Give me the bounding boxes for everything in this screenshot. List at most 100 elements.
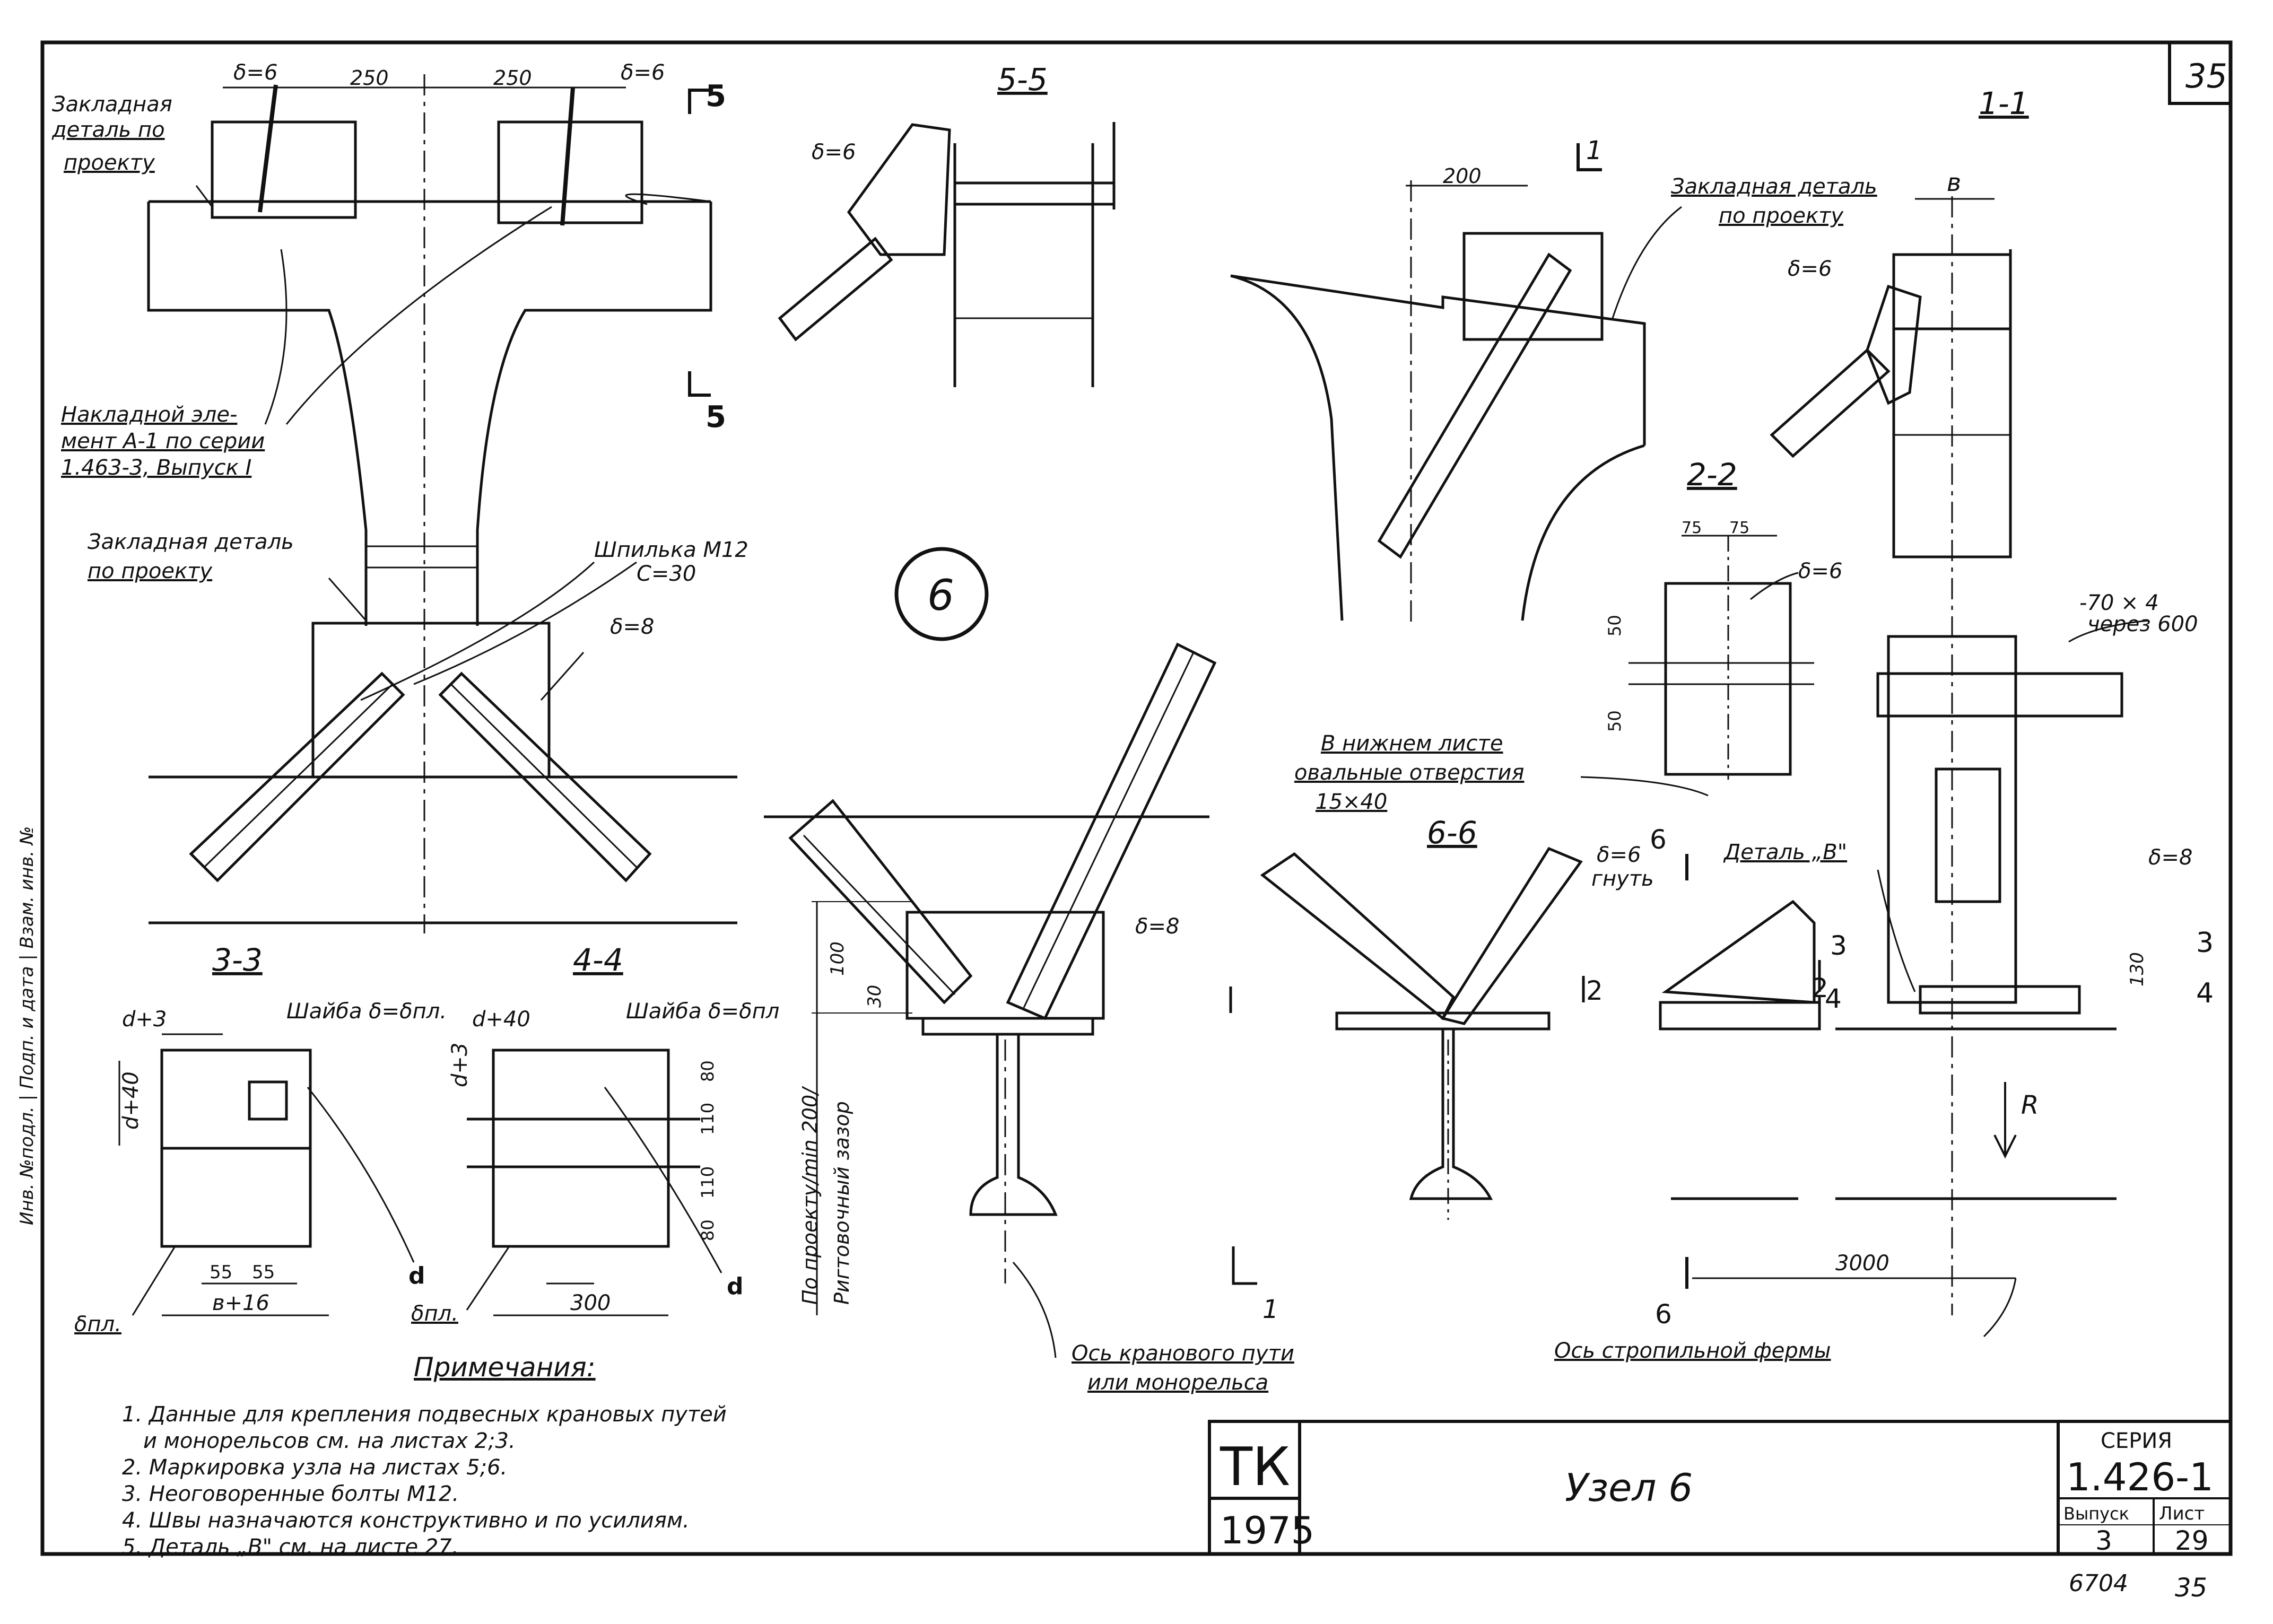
- delta-6-label-a: δ=6: [233, 60, 277, 85]
- center-rail-node-view: [764, 642, 1217, 1358]
- cut-4-mid: 4: [1825, 983, 1842, 1014]
- title-org: ТК: [1220, 1436, 1290, 1498]
- title-year: 1975: [1220, 1509, 1314, 1552]
- page-number: 35: [2185, 57, 2227, 95]
- dim-75-a: 75: [1682, 519, 1702, 537]
- d-mark-33: d: [408, 1262, 425, 1289]
- dim-d-plus-3: d+3: [122, 1007, 167, 1032]
- section-6-6-title: 6-6: [1427, 815, 1477, 851]
- shaiba-44: Шайба δ=δпл: [626, 999, 779, 1024]
- shpilka-line1: Шпилька М12: [594, 538, 748, 562]
- plate-70: -70 × 4: [2079, 591, 2159, 615]
- dim-300: 300: [570, 1291, 611, 1315]
- note-item-3: 2. Маркировка узла на листах 5;6.: [122, 1455, 507, 1480]
- sheet-value: 29: [2175, 1525, 2209, 1556]
- issue-value: 3: [2095, 1525, 2112, 1556]
- d-mark-44: d: [727, 1273, 744, 1300]
- delta-6-label-c: δ=6: [812, 140, 856, 164]
- bottom-code-1: 6704: [2069, 1570, 2128, 1597]
- dim-d-plus-40-b: d+40: [472, 1007, 530, 1032]
- dim-55-b: 55: [252, 1262, 275, 1283]
- cut-1-top: 1: [1586, 136, 1603, 165]
- cut-6-bottom: 6: [1655, 1299, 1672, 1330]
- note-item-5: 4. Швы назначаются конструктивно и по ус…: [122, 1508, 690, 1533]
- delta-6-label-b: δ=6: [621, 60, 665, 85]
- section-6-6-view: [1229, 846, 2017, 1338]
- note-item-4: 3. Неоговоренные болты М12.: [122, 1482, 459, 1506]
- dim-200: 200: [1443, 164, 1482, 188]
- cut-3-right: 3: [2196, 927, 2214, 959]
- zaklad-right-line1: Закладная деталь: [1671, 174, 1877, 199]
- os-kran-line1: Ось кранового пути: [1072, 1341, 1294, 1366]
- nakladnoy-line2: мент А-1 по серии: [61, 429, 265, 453]
- section-5-5-title: 5-5: [997, 62, 1048, 98]
- delta-6-label-d: δ=6: [1798, 559, 1842, 583]
- delta-6-label-e: δ=6: [1788, 257, 1832, 281]
- section-1-1-title: 1-1: [1979, 85, 2029, 121]
- note-item-6: 5. Деталь „В" см. на листе 27.: [122, 1535, 458, 1559]
- title-main: Узел 6: [1565, 1465, 1693, 1510]
- section-3-3-title: 3-3: [212, 942, 263, 978]
- zaklad-top-line2: деталь по: [51, 118, 165, 142]
- dim-3000: 3000: [1835, 1251, 1889, 1276]
- dim-50-b: 50: [1605, 710, 1625, 732]
- title-block: [1208, 1420, 2232, 1556]
- note-item-1: 1. Данные для крепления подвесных кранов…: [122, 1402, 727, 1427]
- gnut-line1: δ=6: [1597, 843, 1641, 867]
- dim-80-a: 80: [698, 1060, 718, 1082]
- section-5-5-view: [778, 122, 1116, 387]
- dpl-44: δпл.: [411, 1302, 458, 1326]
- nakladnoy-line1: Накладной эле-: [61, 403, 237, 427]
- dim-250-a: 250: [350, 66, 389, 90]
- dim-d-plus-3-b: d+3: [448, 1043, 472, 1087]
- gnut-line2: гнуть: [1591, 867, 1654, 891]
- section-4-4-title: 4-4: [573, 942, 623, 978]
- niz-list-line3: 15×40: [1316, 790, 1387, 814]
- dim-75-b: 75: [1729, 519, 1749, 537]
- dim-d-plus-40: d+40: [119, 1071, 143, 1130]
- detal-v: Деталь „В": [1723, 840, 1847, 865]
- section-2-2-view: [1580, 535, 1814, 797]
- section-4-4-view: [466, 1049, 722, 1316]
- section-2-2-title: 2-2: [1687, 457, 1737, 493]
- vertical-text-2: Ригтовочный зазор: [830, 1101, 854, 1305]
- cut-2-left: 2: [1586, 975, 1603, 1006]
- series-value: 1.426-1: [2066, 1455, 2214, 1499]
- os-strop: Ось стропильной фермы: [1554, 1339, 1831, 1363]
- dim-250-b: 250: [493, 66, 532, 90]
- zaklad-mid-line2: по проекту: [88, 559, 213, 583]
- dim-30: 30: [864, 985, 885, 1008]
- cut-3-mid: 3: [1830, 930, 1847, 961]
- notes-block: Примечания: 1. Данные для крепления подв…: [122, 1352, 727, 1559]
- shaiba-33: Шайба δ=δпл.: [286, 999, 447, 1024]
- zaklad-top-line3: проекту: [64, 151, 155, 175]
- dim-50-a: 50: [1605, 615, 1625, 636]
- delta-8-label-b: δ=8: [1135, 914, 1179, 939]
- left-middle-brace-view: [149, 545, 737, 924]
- zaklad-right-line2: по проекту: [1719, 204, 1844, 228]
- cut-1-bottom: 1: [1262, 1295, 1279, 1324]
- dim-b16: в+16: [212, 1291, 269, 1315]
- niz-list-line1: В нижнем листе: [1321, 731, 1503, 756]
- cut-2-right: 2: [1812, 973, 1828, 1003]
- zaklad-top-line1: Закладная: [52, 92, 172, 117]
- bottom-code-2: 35: [2175, 1573, 2207, 1603]
- left-margin-stamp: Инв. №подл. | Подп. и дата | Взам. инв. …: [16, 826, 38, 1225]
- shpilka-line2: С=30: [637, 562, 696, 586]
- dim-b-top: в: [1947, 168, 1961, 197]
- os-kran-line2: или монорельса: [1087, 1370, 1268, 1395]
- dpl-33: δпл.: [74, 1312, 121, 1337]
- dim-130: 130: [2127, 952, 2148, 986]
- dim-55-a: 55: [210, 1262, 232, 1283]
- sheet-frame: [40, 40, 2233, 1556]
- r-mark: R: [2021, 1090, 2039, 1120]
- cut-4-right: 4: [2196, 977, 2214, 1009]
- nakladnoy-line3: 1.463-3, Выпуск I: [61, 456, 251, 480]
- vertical-text-1: По проекту/min 200/: [798, 1086, 822, 1305]
- cut-5-bottom: 5: [706, 400, 726, 434]
- dim-110-a: 110: [698, 1103, 718, 1135]
- delta-8-label-a: δ=8: [610, 615, 654, 639]
- series-label: СЕРИЯ: [2101, 1429, 2172, 1453]
- node-mark: 6: [927, 571, 954, 620]
